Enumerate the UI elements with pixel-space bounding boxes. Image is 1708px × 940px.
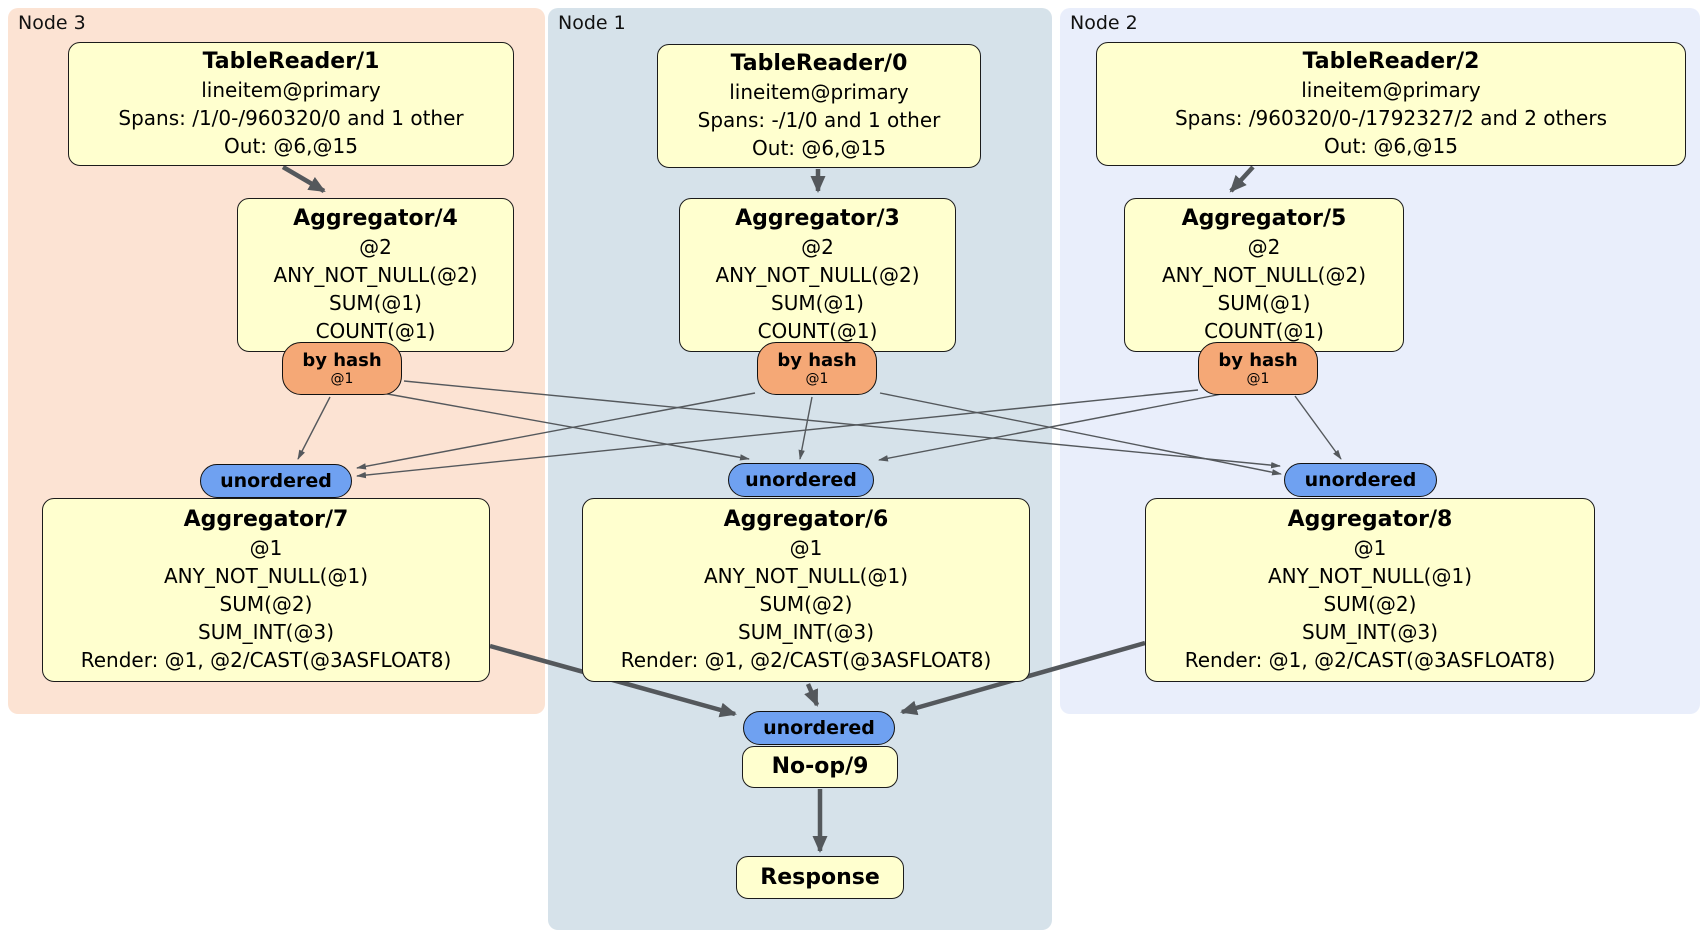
processor-title: Response bbox=[760, 864, 880, 890]
processor-response: Response bbox=[736, 856, 904, 899]
processor-aggregator-8: Aggregator/8 @1 ANY_NOT_NULL(@1) SUM(@2)… bbox=[1145, 498, 1595, 682]
processor-agg-fn: COUNT(@1) bbox=[757, 319, 878, 343]
processor-index: lineitem@primary bbox=[1301, 78, 1481, 102]
processor-agg-fn: ANY_NOT_NULL(@1) bbox=[164, 564, 368, 588]
router-label: by hash bbox=[1218, 349, 1298, 371]
processor-group-cols: @2 bbox=[1247, 235, 1281, 259]
processor-out: Out: @6,@15 bbox=[224, 134, 358, 158]
region-node2-label: Node 2 bbox=[1070, 12, 1138, 34]
processor-agg-fn: ANY_NOT_NULL(@2) bbox=[1162, 263, 1366, 287]
processor-title: Aggregator/3 bbox=[735, 206, 900, 231]
sync-label: unordered bbox=[745, 469, 857, 491]
processor-spans: Spans: -/1/0 and 1 other bbox=[697, 108, 941, 132]
processor-aggregator-7: Aggregator/7 @1 ANY_NOT_NULL(@1) SUM(@2)… bbox=[42, 498, 490, 682]
processor-title: TableReader/2 bbox=[1302, 49, 1480, 74]
processor-title: Aggregator/8 bbox=[1287, 507, 1453, 532]
processor-group-cols: @2 bbox=[801, 235, 834, 259]
processor-tablereader-1: TableReader/1 lineitem@primary Spans: /1… bbox=[68, 42, 514, 166]
processor-agg-fn: COUNT(@1) bbox=[315, 319, 436, 343]
router-hash-columns: @1 bbox=[1246, 370, 1270, 387]
processor-title: Aggregator/7 bbox=[183, 507, 349, 532]
region-node1-label: Node 1 bbox=[558, 12, 626, 34]
processor-agg-fn: ANY_NOT_NULL(@2) bbox=[715, 263, 920, 287]
processor-render-expr: Render: @1, @2/CAST(@3ASFLOAT8) bbox=[80, 648, 452, 672]
processor-title: No-op/9 bbox=[771, 754, 869, 779]
processor-agg-fn: SUM_INT(@3) bbox=[1302, 620, 1438, 644]
sync-label: unordered bbox=[220, 470, 332, 492]
processor-tablereader-2: TableReader/2 lineitem@primary Spans: /9… bbox=[1096, 42, 1686, 166]
processor-agg-fn: COUNT(@1) bbox=[1204, 319, 1324, 343]
processor-agg-fn: SUM(@2) bbox=[1323, 592, 1417, 616]
processor-agg-fn: SUM(@1) bbox=[1217, 291, 1311, 315]
router-hash-columns: @1 bbox=[330, 370, 354, 387]
processor-title: TableReader/0 bbox=[730, 51, 908, 76]
region-node3-label: Node 3 bbox=[18, 12, 86, 34]
processor-title: Aggregator/6 bbox=[723, 507, 889, 532]
processor-agg-fn: SUM(@1) bbox=[329, 291, 422, 315]
processor-render-expr: Render: @1, @2/CAST(@3ASFLOAT8) bbox=[620, 648, 992, 672]
processor-spans: Spans: /960320/0-/1792327/2 and 2 others bbox=[1174, 106, 1607, 130]
router-label: by hash bbox=[302, 349, 382, 371]
processor-title: Aggregator/4 bbox=[293, 206, 458, 231]
processor-tablereader-0: TableReader/0 lineitem@primary Spans: -/… bbox=[657, 44, 981, 168]
processor-aggregator-3: Aggregator/3 @2 ANY_NOT_NULL(@2) SUM(@1)… bbox=[679, 198, 956, 352]
processor-title: Aggregator/5 bbox=[1181, 206, 1347, 231]
processor-out: Out: @6,@15 bbox=[752, 136, 886, 160]
processor-agg-fn: ANY_NOT_NULL(@1) bbox=[1268, 564, 1472, 588]
sync-unordered-node1: unordered bbox=[728, 463, 874, 497]
processor-aggregator-4: Aggregator/4 @2 ANY_NOT_NULL(@2) SUM(@1)… bbox=[237, 198, 514, 352]
sync-label: unordered bbox=[763, 717, 875, 739]
processor-group-cols: @1 bbox=[789, 536, 823, 560]
processor-agg-fn: ANY_NOT_NULL(@2) bbox=[273, 263, 478, 287]
processor-agg-fn: ANY_NOT_NULL(@1) bbox=[704, 564, 908, 588]
processor-index: lineitem@primary bbox=[201, 78, 381, 102]
processor-agg-fn: SUM_INT(@3) bbox=[198, 620, 334, 644]
router-by-hash-5: by hash @1 bbox=[1198, 342, 1318, 395]
sync-unordered-node3: unordered bbox=[200, 464, 352, 498]
processor-out: Out: @6,@15 bbox=[1324, 134, 1458, 158]
processor-aggregator-6: Aggregator/6 @1 ANY_NOT_NULL(@1) SUM(@2)… bbox=[582, 498, 1030, 682]
processor-group-cols: @1 bbox=[249, 536, 283, 560]
sync-label: unordered bbox=[1304, 469, 1417, 491]
processor-agg-fn: SUM(@2) bbox=[219, 592, 313, 616]
router-by-hash-4: by hash @1 bbox=[282, 342, 402, 395]
processor-noop-9: No-op/9 bbox=[742, 746, 898, 788]
processor-render-expr: Render: @1, @2/CAST(@3ASFLOAT8) bbox=[1184, 648, 1556, 672]
processor-group-cols: @2 bbox=[359, 235, 392, 259]
router-hash-columns: @1 bbox=[805, 370, 829, 387]
processor-spans: Spans: /1/0-/960320/0 and 1 other bbox=[118, 106, 464, 130]
processor-title: TableReader/1 bbox=[202, 49, 380, 74]
processor-aggregator-5: Aggregator/5 @2 ANY_NOT_NULL(@2) SUM(@1)… bbox=[1124, 198, 1404, 352]
sync-unordered-node2: unordered bbox=[1284, 463, 1437, 497]
sync-unordered-final: unordered bbox=[743, 711, 895, 745]
router-label: by hash bbox=[777, 349, 857, 371]
processor-group-cols: @1 bbox=[1353, 536, 1387, 560]
processor-agg-fn: SUM(@2) bbox=[759, 592, 853, 616]
processor-agg-fn: SUM(@1) bbox=[771, 291, 864, 315]
processor-index: lineitem@primary bbox=[729, 80, 909, 104]
processor-agg-fn: SUM_INT(@3) bbox=[738, 620, 874, 644]
router-by-hash-3: by hash @1 bbox=[757, 342, 877, 395]
